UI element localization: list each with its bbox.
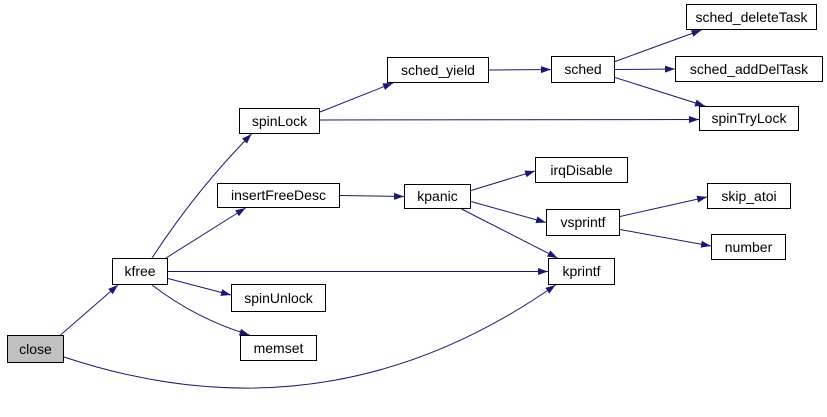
- edge-insertFreeDesc-kpanic: [339, 192, 405, 200]
- edge-close-kfree: [60, 284, 119, 336]
- node-spinLock[interactable]: spinLock: [239, 108, 320, 134]
- edge-vsprintf-skip_atoi: [619, 195, 708, 217]
- edge-spinLock-sched_yield: [319, 82, 394, 113]
- edge-kpanic-irqDisable: [470, 170, 536, 191]
- edge-sched_yield-sched: [488, 66, 552, 74]
- edge-vsprintf-number: [619, 229, 712, 248]
- node-spinUnlock[interactable]: spinUnlock: [231, 284, 326, 312]
- edge-kpanic-kprintf: [461, 208, 558, 259]
- node-vsprintf[interactable]: vsprintf: [546, 209, 620, 236]
- node-close[interactable]: close: [7, 335, 64, 363]
- edge-kfree-spinLock: [151, 133, 252, 259]
- edge-kpanic-vsprintf: [470, 201, 547, 224]
- node-sched[interactable]: sched: [551, 56, 615, 83]
- node-sched_deleteTask[interactable]: sched_deleteTask: [686, 4, 817, 30]
- edge-kfree-spinUnlock: [167, 278, 232, 296]
- node-memset[interactable]: memset: [240, 335, 317, 361]
- node-insertFreeDesc[interactable]: insertFreeDesc: [217, 183, 340, 208]
- node-sched_yield[interactable]: sched_yield: [387, 57, 489, 83]
- node-irqDisable[interactable]: irqDisable: [535, 157, 628, 183]
- edge-kfree-memset: [151, 284, 250, 336]
- edge-sched-sched_deleteTask: [614, 29, 702, 62]
- node-spinTryLock[interactable]: spinTryLock: [699, 106, 799, 131]
- node-kprintf[interactable]: kprintf: [548, 258, 615, 285]
- edge-sched-sched_addDelTask: [614, 65, 676, 73]
- node-skip_atoi[interactable]: skip_atoi: [707, 183, 791, 209]
- edge-kfree-insertFreeDesc: [165, 207, 246, 259]
- edge-spinLock-spinTryLock: [319, 116, 700, 124]
- edge-sched-spinTryLock: [614, 77, 706, 107]
- node-kpanic[interactable]: kpanic: [404, 184, 471, 209]
- node-kfree[interactable]: kfree: [112, 258, 168, 285]
- edge-close-kprintf: [63, 284, 556, 389]
- node-sched_addDelTask[interactable]: sched_addDelTask: [675, 56, 823, 82]
- node-number[interactable]: number: [711, 234, 786, 260]
